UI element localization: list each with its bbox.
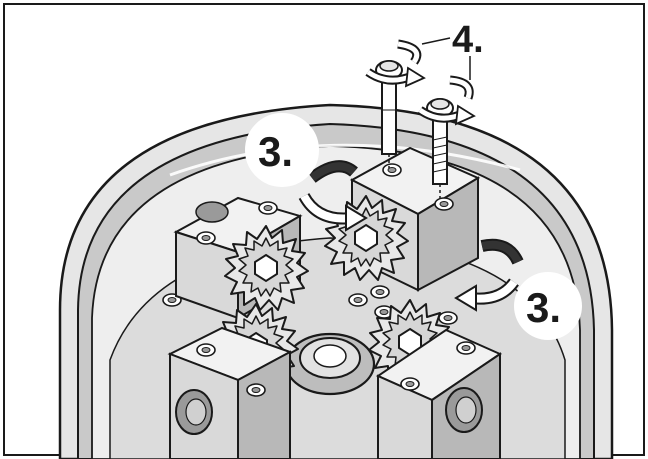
- step-3-left-label: 3.: [258, 128, 293, 175]
- rotation-arrow-icon: [417, 75, 476, 126]
- step-3-right-callout: 3.: [514, 272, 582, 340]
- center-hub: [284, 332, 376, 396]
- step-3-right-label: 3.: [526, 284, 561, 331]
- step-3-left-callout: 3.: [245, 113, 319, 187]
- block-front-left: [167, 326, 293, 459]
- rotation-arrow-icon: [365, 39, 426, 88]
- rotation-arrow-icon: [298, 160, 368, 232]
- rotation-arrow-icon: [454, 238, 524, 312]
- step-4-label: 4.: [452, 19, 484, 61]
- block-front-right: [375, 328, 503, 459]
- step-4-callout: 4.: [421, 19, 484, 80]
